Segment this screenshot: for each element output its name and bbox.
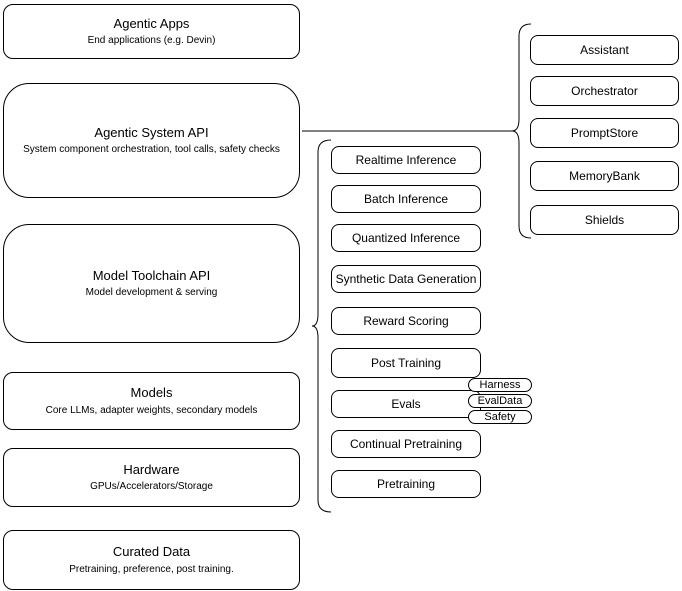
box-batch-inference: Batch Inference bbox=[331, 185, 481, 213]
box-promptstore: PromptStore bbox=[530, 118, 679, 148]
box-label: Pretraining bbox=[376, 477, 436, 491]
box-models: Models Core LLMs, adapter weights, secon… bbox=[3, 372, 300, 430]
brace-system-components bbox=[511, 23, 532, 239]
box-agentic-system-api: Agentic System API System component orch… bbox=[3, 83, 300, 198]
box-continual-pretraining: Continual Pretraining bbox=[331, 430, 481, 458]
pill-harness: Harness bbox=[468, 378, 532, 392]
box-label: Reward Scoring bbox=[363, 314, 449, 328]
box-label: Post Training bbox=[370, 356, 442, 370]
box-hardware: Hardware GPUs/Accelerators/Storage bbox=[3, 448, 300, 507]
box-title: Hardware bbox=[123, 461, 180, 477]
box-label: MemoryBank bbox=[569, 169, 640, 183]
box-label: Shields bbox=[584, 213, 625, 227]
box-label: PromptStore bbox=[570, 126, 639, 140]
box-subtitle: End applications (e.g. Devin) bbox=[87, 35, 216, 47]
box-label: Synthetic Data Generation bbox=[335, 272, 477, 286]
box-model-toolchain-api: Model Toolchain API Model development & … bbox=[3, 224, 300, 343]
pill-label: Harness bbox=[479, 379, 521, 391]
box-reward-scoring: Reward Scoring bbox=[331, 307, 481, 335]
box-post-training: Post Training bbox=[331, 348, 481, 378]
box-agentic-apps: Agentic Apps End applications (e.g. Devi… bbox=[3, 4, 300, 59]
pill-label: EvalData bbox=[477, 395, 523, 407]
box-realtime-inference: Realtime Inference bbox=[331, 146, 481, 174]
box-curated-data: Curated Data Pretraining, preference, po… bbox=[3, 530, 300, 590]
box-memorybank: MemoryBank bbox=[530, 161, 679, 191]
box-title: Agentic Apps bbox=[113, 15, 190, 31]
box-label: Assistant bbox=[580, 43, 629, 57]
box-title: Model Toolchain API bbox=[92, 267, 211, 283]
box-shields: Shields bbox=[530, 205, 679, 235]
box-assistant: Assistant bbox=[530, 35, 679, 65]
box-orchestrator: Orchestrator bbox=[530, 76, 679, 106]
box-label: Evals bbox=[391, 397, 421, 411]
box-subtitle: Model development & serving bbox=[85, 287, 218, 299]
pill-evaldata: EvalData bbox=[468, 394, 532, 408]
box-label: Orchestrator bbox=[571, 84, 638, 98]
box-pretraining: Pretraining bbox=[331, 470, 481, 498]
box-title: Models bbox=[130, 385, 173, 401]
box-subtitle: Core LLMs, adapter weights, secondary mo… bbox=[45, 404, 258, 416]
brace-toolchain-services bbox=[311, 139, 332, 513]
box-subtitle: Pretraining, preference, post training. bbox=[69, 563, 234, 575]
box-synthetic-data-generation: Synthetic Data Generation bbox=[331, 265, 481, 293]
box-title: Curated Data bbox=[112, 544, 191, 560]
box-label: Batch Inference bbox=[363, 192, 449, 206]
box-label: Continual Pretraining bbox=[349, 437, 463, 451]
box-title: Agentic System API bbox=[94, 124, 209, 140]
box-label: Realtime Inference bbox=[355, 153, 457, 167]
box-quantized-inference: Quantized Inference bbox=[331, 224, 481, 252]
box-subtitle: GPUs/Accelerators/Storage bbox=[90, 481, 213, 493]
box-subtitle: System component orchestration, tool cal… bbox=[23, 144, 280, 156]
box-evals: Evals bbox=[331, 390, 481, 418]
pill-label: Safety bbox=[484, 411, 516, 423]
box-label: Quantized Inference bbox=[351, 231, 461, 245]
pill-safety: Safety bbox=[468, 410, 532, 424]
